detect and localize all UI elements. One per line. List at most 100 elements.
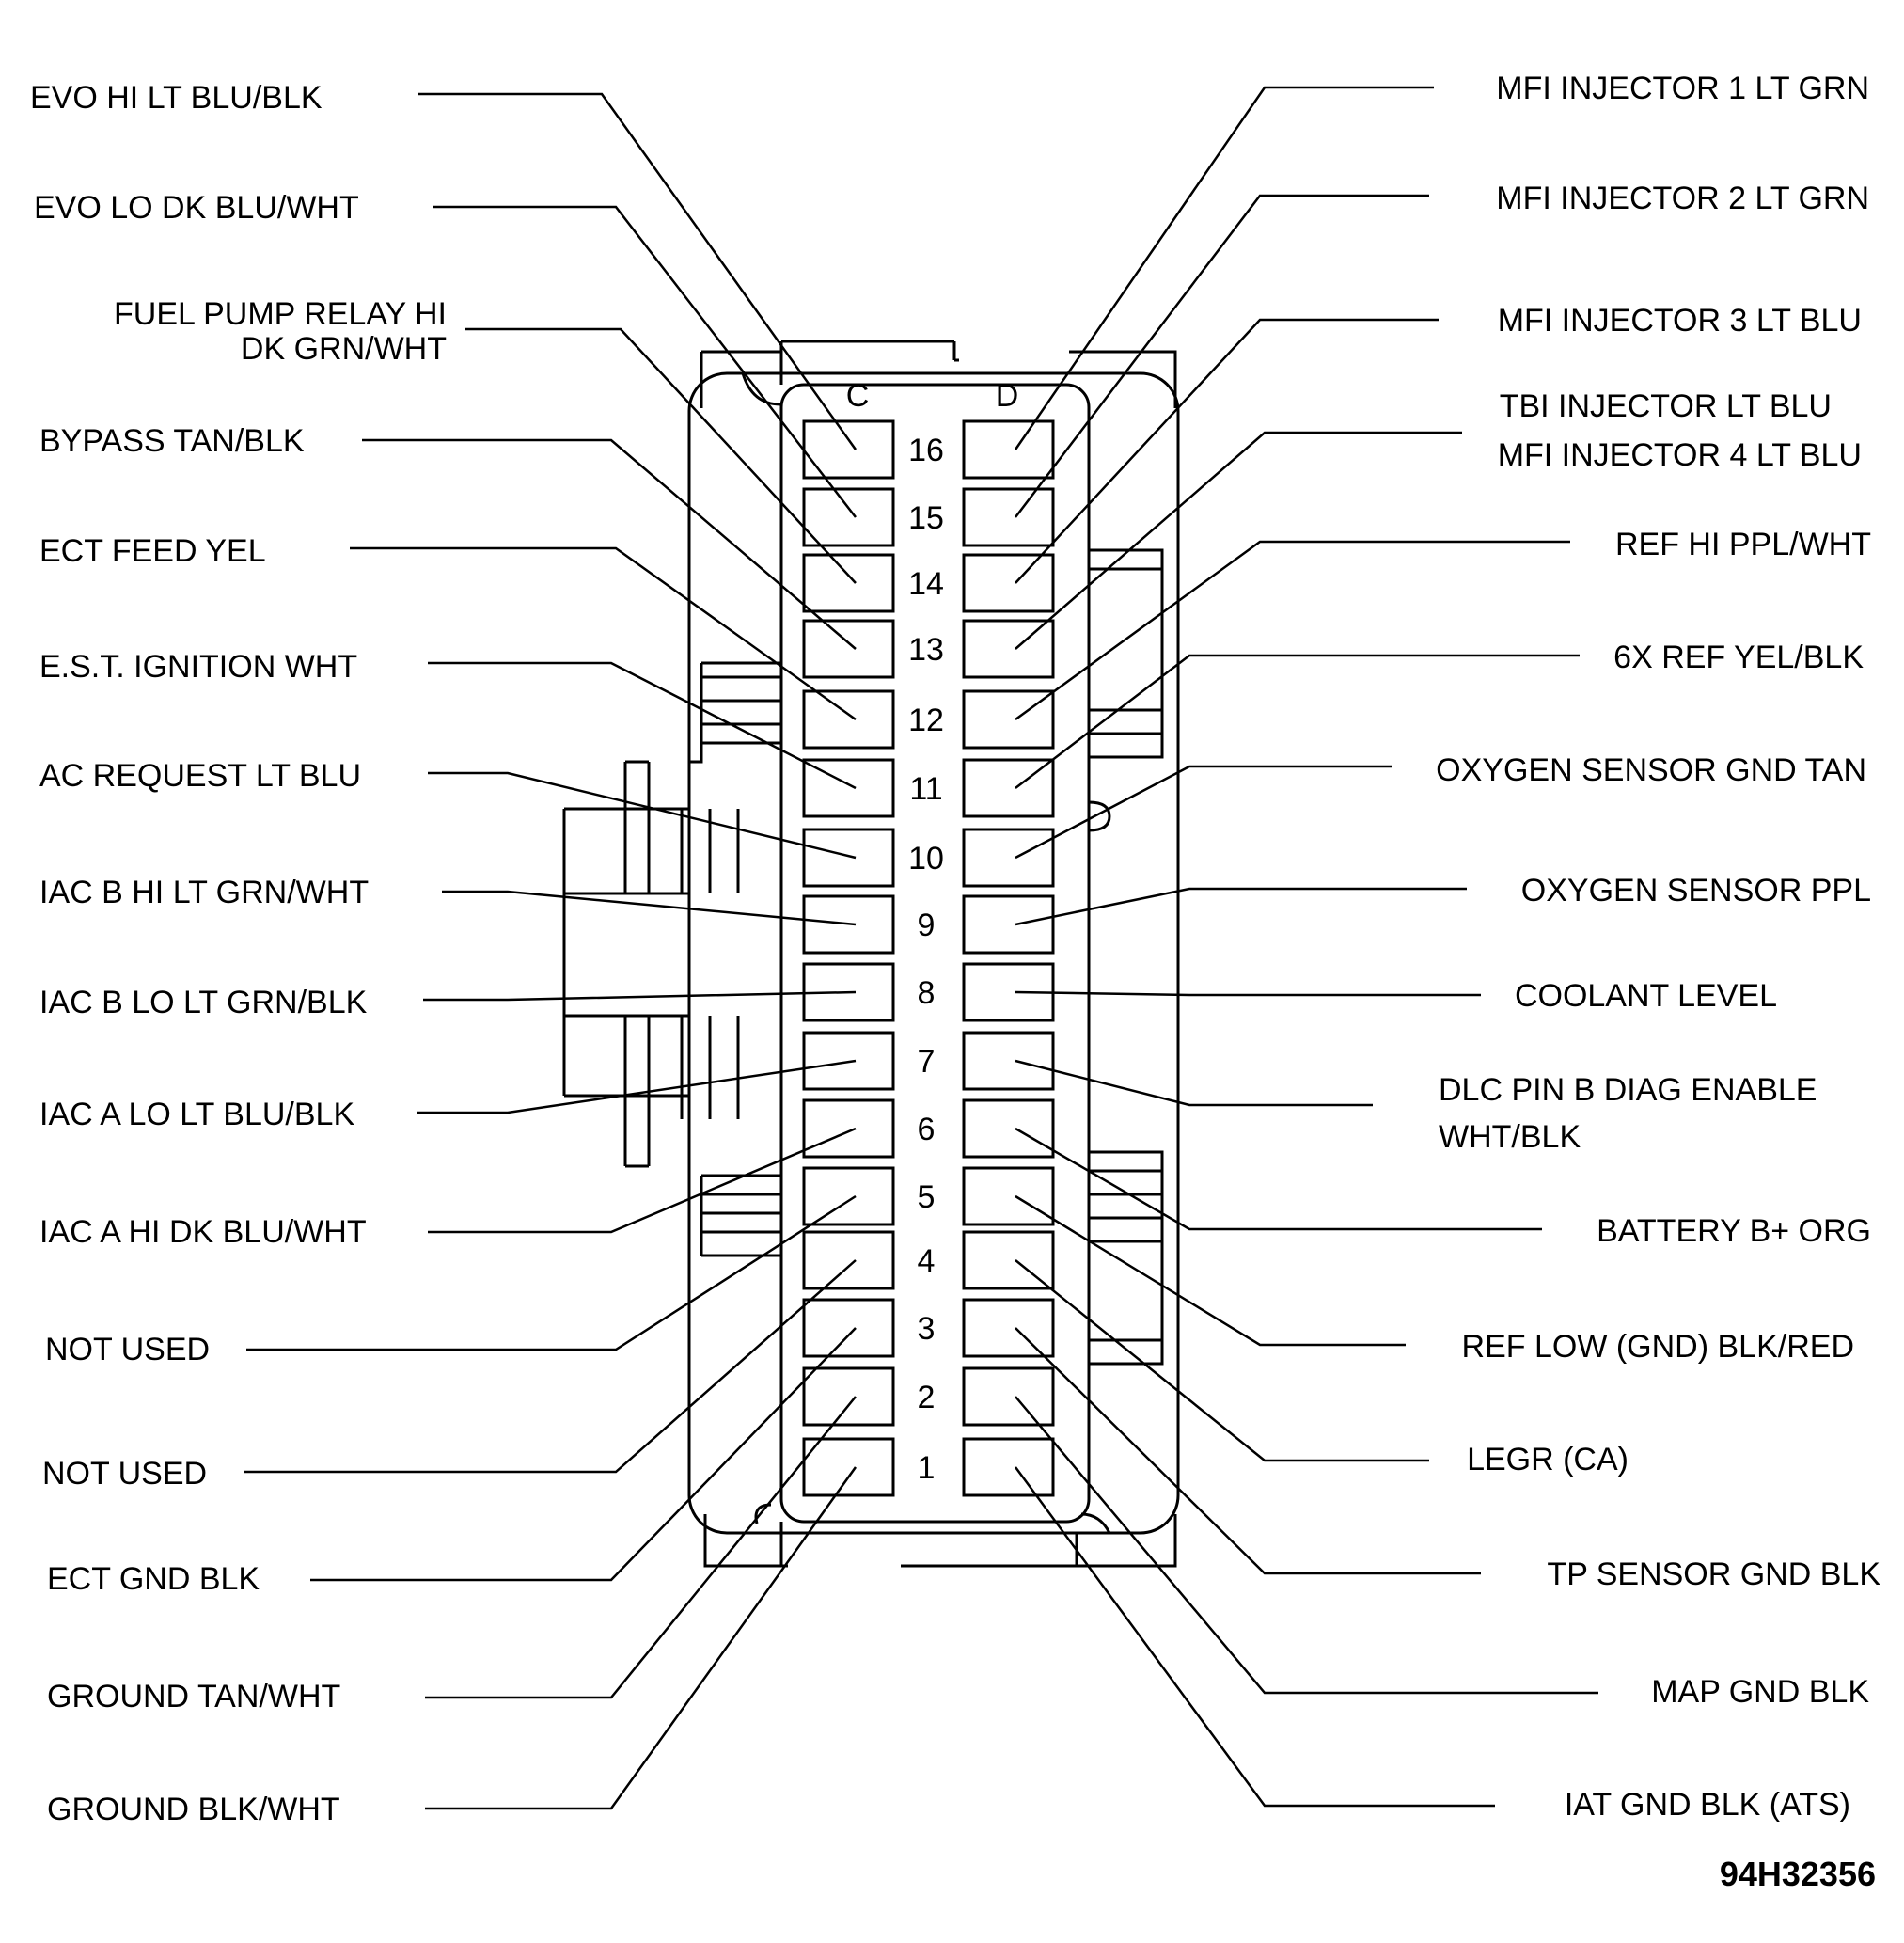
- label-d-pin-6: BATTERY B+ ORG: [1597, 1213, 1871, 1249]
- label-d-pin-13: TBI INJECTOR LT BLU: [1500, 388, 1832, 424]
- terminal-d-15: [962, 487, 1055, 547]
- label-d-pin-13-line2: MFI INJECTOR 4 LT BLU: [1498, 437, 1862, 473]
- leader-c-pin-7: [417, 1059, 857, 1114]
- terminal-d-3: [962, 1298, 1055, 1358]
- terminal-c-3: [802, 1298, 895, 1358]
- terminal-c-5: [802, 1166, 895, 1226]
- leader-d-pin-3: [1015, 1327, 1481, 1575]
- leader-c-pin-5: [246, 1194, 857, 1351]
- pin-number-14: 14: [908, 566, 944, 602]
- leader-c-pin-15: [433, 205, 857, 518]
- label-c-pin-1: GROUND BLK/WHT: [47, 1792, 340, 1827]
- terminal-c-4: [802, 1230, 895, 1290]
- label-d-pin-11: 6X REF YEL/BLK: [1613, 640, 1864, 675]
- label-d-pin-9: OXYGEN SENSOR PPL: [1521, 873, 1871, 908]
- pin-number-6: 6: [918, 1112, 936, 1147]
- leader-c-pin-6: [428, 1127, 857, 1234]
- leader-d-pin-1: [1014, 1466, 1495, 1808]
- label-c-pin-3: ECT GND BLK: [47, 1561, 260, 1597]
- leader-lines: [244, 86, 1598, 1810]
- terminal-c-15: [802, 487, 895, 547]
- label-d-pin-8: COOLANT LEVEL: [1515, 978, 1777, 1014]
- pin-number-8: 8: [918, 975, 936, 1011]
- leader-d-pin-4: [1015, 1259, 1429, 1462]
- leader-d-pin-12: [1015, 540, 1570, 721]
- label-d-pin-4: LEGR (CA): [1467, 1442, 1629, 1477]
- label-c-pin-2: GROUND TAN/WHT: [47, 1679, 340, 1714]
- label-d-pin-1: IAT GND BLK (ATS): [1565, 1787, 1850, 1823]
- label-c-pin-13: BYPASS TAN/BLK: [39, 423, 305, 459]
- terminal-d-2: [962, 1366, 1055, 1427]
- label-d-pin-7-line2: WHT/BLK: [1439, 1119, 1581, 1155]
- pin-number-9: 9: [918, 908, 936, 943]
- column-header-c: C: [846, 378, 870, 414]
- leader-d-pin-10: [1015, 765, 1392, 860]
- terminal-c-1: [802, 1437, 895, 1497]
- pin-number-15: 15: [908, 500, 944, 536]
- pin-number-12: 12: [908, 703, 944, 738]
- leader-c-pin-4: [244, 1259, 857, 1474]
- figure-id: 94H32356: [1720, 1855, 1876, 1893]
- connector-housing: [562, 340, 1180, 1568]
- leader-d-pin-2: [1015, 1396, 1598, 1695]
- leader-d-pin-13: [1015, 431, 1462, 650]
- label-c-pin-7: IAC A LO LT BLU/BLK: [39, 1097, 354, 1132]
- column-header-d: D: [996, 378, 1019, 414]
- terminal-d-13: [962, 619, 1055, 679]
- leader-d-pin-15: [1015, 194, 1429, 518]
- label-d-pin-15: MFI INJECTOR 2 LT GRN: [1496, 181, 1869, 216]
- leader-d-pin-7: [1015, 1059, 1373, 1107]
- label-d-pin-12: REF HI PPL/WHT: [1615, 527, 1871, 562]
- label-c-pin-5: NOT USED: [45, 1332, 210, 1367]
- terminal-c-14: [802, 553, 895, 613]
- pin-number-2: 2: [918, 1380, 936, 1415]
- leader-d-pin-9: [1015, 887, 1467, 926]
- leader-c-pin-8: [423, 990, 857, 1002]
- terminal-c-13: [802, 619, 895, 679]
- terminal-d-5: [962, 1166, 1055, 1226]
- pin-number-10: 10: [908, 841, 944, 877]
- leader-c-pin-2: [425, 1396, 857, 1699]
- terminal-d-14: [962, 553, 1055, 613]
- pin-number-4: 4: [918, 1243, 936, 1279]
- terminal-c-2: [802, 1366, 895, 1427]
- terminal-d-6: [962, 1098, 1055, 1159]
- label-c-pin-14-line2: DK GRN/WHT: [241, 331, 447, 367]
- label-c-pin-8: IAC B LO LT GRN/BLK: [39, 985, 368, 1020]
- pin-number-11: 11: [909, 771, 942, 807]
- leader-c-pin-10: [428, 771, 857, 860]
- label-d-pin-10: OXYGEN SENSOR GND TAN: [1436, 752, 1866, 788]
- terminal-d-7: [962, 1031, 1055, 1091]
- labels-column-d: MFI INJECTOR 1 LT GRN MFI INJECTOR 2 LT G…: [1436, 71, 1880, 1823]
- leader-c-pin-1: [425, 1466, 858, 1810]
- leader-c-pin-9: [442, 890, 857, 926]
- terminal-c-6: [802, 1098, 895, 1159]
- leader-d-pin-16: [1014, 86, 1434, 450]
- label-c-pin-9: IAC B HI LT GRN/WHT: [39, 875, 369, 910]
- label-c-pin-15: EVO LO DK BLU/WHT: [34, 190, 359, 226]
- label-d-pin-14: MFI INJECTOR 3 LT BLU: [1498, 303, 1862, 339]
- pin-number-16: 16: [908, 433, 944, 468]
- pin-number-5: 5: [918, 1179, 936, 1215]
- leader-d-pin-6: [1015, 1127, 1542, 1231]
- label-c-pin-11: E.S.T. IGNITION WHT: [39, 649, 357, 685]
- leader-d-pin-14: [1015, 318, 1439, 584]
- leader-c-pin-3: [310, 1327, 857, 1582]
- terminal-d-12: [962, 689, 1055, 750]
- label-d-pin-16: MFI INJECTOR 1 LT GRN: [1496, 71, 1869, 106]
- pin-number-13: 13: [908, 632, 944, 668]
- terminal-d-9: [962, 894, 1055, 955]
- leader-d-pin-11: [1015, 654, 1580, 789]
- terminal-d-11: [962, 758, 1055, 818]
- leader-c-pin-11: [428, 661, 857, 790]
- terminal-d-10: [962, 828, 1055, 888]
- label-c-pin-4: NOT USED: [42, 1456, 207, 1492]
- label-d-pin-5: REF LOW (GND) BLK/RED: [1462, 1329, 1854, 1365]
- label-c-pin-16: EVO HI LT BLU/BLK: [30, 80, 323, 116]
- label-d-pin-7: DLC PIN B DIAG ENABLE: [1439, 1072, 1817, 1108]
- terminal-c-10: [802, 828, 895, 888]
- pin-number-1: 1: [918, 1450, 936, 1486]
